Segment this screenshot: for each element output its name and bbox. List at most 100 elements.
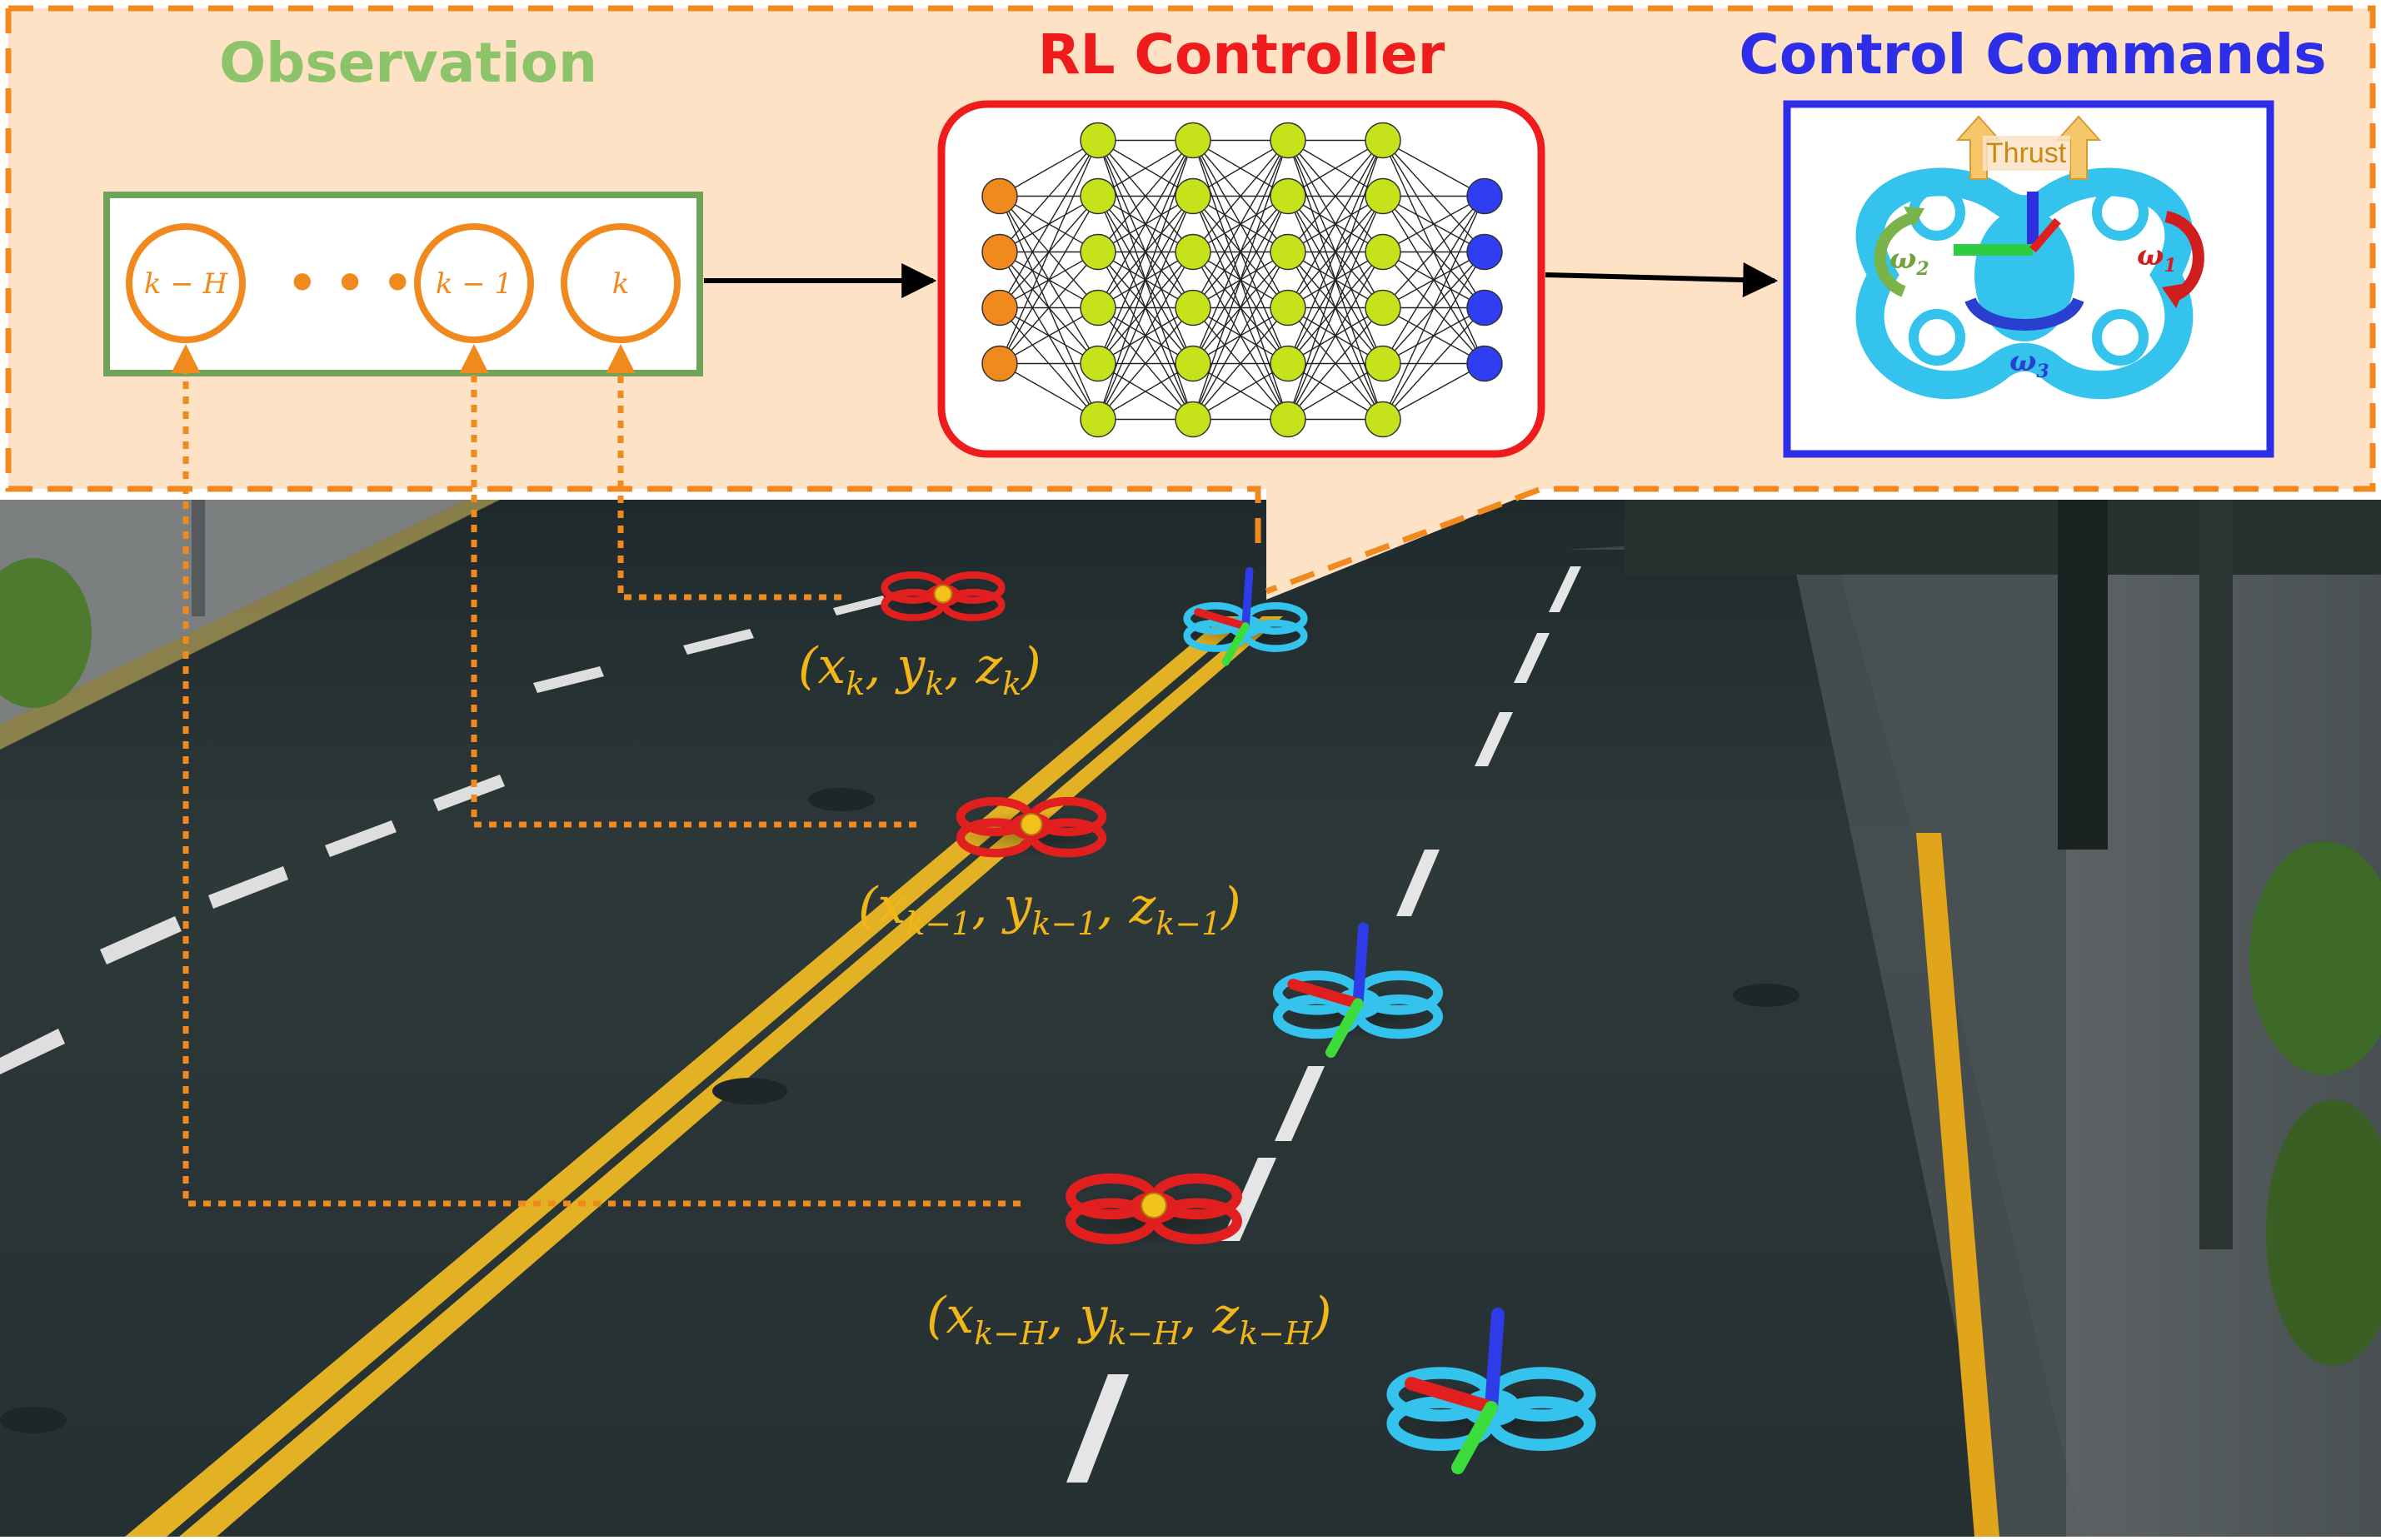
nn-hidden-node [1080,401,1116,438]
y-axis-icon [1221,622,1250,666]
nn-hidden-node [1080,289,1116,326]
nn-edge [1192,140,1289,252]
y-axis-icon [1451,1401,1498,1474]
target-marker-icon [1141,1192,1167,1219]
nn-hidden-node [1270,345,1306,382]
nn-input-node [981,233,1018,271]
z-axis-icon [1241,566,1254,630]
nn-edge [1287,307,1384,420]
nn-edge [999,139,1099,197]
rotor-icon [2092,184,2149,241]
rotor-icon [1909,309,1965,366]
reference-drone [876,571,1011,621]
street-scene [0,500,2381,1537]
nn-edge [1192,139,1289,197]
position-label-k: (xk, yk, zk) [798,637,1041,702]
nn-edge [1097,140,1194,252]
nn-edge [1287,140,1384,364]
omega3-label: ω3 [2009,345,2049,382]
lamp-post [2199,500,2233,1249]
nn-output-node [1466,233,1503,271]
z-axis-icon [1352,922,1369,1009]
nn-edge [1382,196,1485,364]
nn-edge [1097,139,1194,197]
reference-drone [950,796,1113,858]
nn-edge [1382,252,1485,420]
nn-edge [999,196,1099,364]
nn-edge [1097,140,1194,420]
nn-edge [1192,252,1289,420]
thrust-arrow-icon [1955,115,2002,180]
obs-node-k-minus-H-label: k − H [144,267,229,301]
nn-hidden-node [1175,345,1211,382]
nn-hidden-node [1080,233,1116,271]
nn-edge [999,140,1099,364]
panel-dashed-border [8,5,2376,595]
nn-edge [1382,362,1485,421]
obs-node-k-minus-H [126,223,246,343]
reference-drone [1058,1173,1250,1244]
z-axis-icon [1485,1308,1505,1414]
nn-edge [1287,140,1384,308]
obs-node-k-minus-1-label: k − 1 [436,267,512,301]
manhole [0,1407,67,1433]
tracking-drone [1378,1308,1605,1474]
nn-hidden-node [1365,233,1401,271]
nn-edge [1287,139,1384,197]
omega1-rotation-icon [2164,211,2204,302]
nn-edge [1192,140,1289,420]
observation-connectors [171,344,1021,1207]
nn-edge [1287,140,1384,420]
thrust-label: Thrust [1986,137,2067,169]
nn-edge [1192,196,1289,420]
nn-hidden-node [1270,122,1306,159]
obs-ellipsis: • • • [287,255,413,311]
observation-title: Observation [219,31,597,95]
obs-node-k-minus-1 [414,223,534,343]
nn-hidden-node [1175,233,1211,271]
nn-edge [1192,362,1289,421]
nn-hidden-node [1175,289,1211,326]
nn-input-node [981,289,1018,326]
nn-edge [1287,140,1384,252]
y-axis-icon [1325,998,1364,1058]
nn-hidden-node [1175,177,1211,215]
pipeline-panel: Observation RL Controller Control Comman… [5,5,2376,600]
tracking-drone [1178,566,1313,666]
connector-k-minus-1 [459,344,916,828]
drone-frame-icon [1855,167,2194,400]
nn-hidden-node [1080,345,1116,382]
nn-output-node [1466,289,1503,326]
nn-edge [1097,252,1194,420]
nn-hidden-node [1365,345,1401,382]
manhole [808,788,875,811]
neural-network [981,122,1503,438]
obs-node-k-label: k [612,267,630,301]
nn-edge [1097,307,1194,420]
nn-edge [1192,140,1289,308]
nn-edge [1097,140,1194,364]
x-axis-icon [1405,1377,1498,1414]
nn-output-node [1466,345,1503,382]
nn-edge [999,252,1099,364]
nn-hidden-node [1270,289,1306,326]
nn-edge [1192,140,1289,364]
nn-edge [1382,195,1485,253]
x-axis-icon [2029,217,2061,253]
omega2-arrowhead-icon [1904,207,1924,227]
thrust-label-bg [1983,136,2070,171]
target-marker-icon [1020,813,1043,836]
nn-hidden-node [1270,177,1306,215]
nn-edge [999,307,1099,365]
nn-hidden-node [1365,289,1401,326]
nn-hidden-node [1365,122,1401,159]
drones-layer [876,566,1605,1474]
building-base [1625,500,2381,575]
commands-title: Control Commands [1739,22,2326,87]
manhole [1733,984,1799,1007]
omega2-label: ω2 [1889,242,1929,280]
drone-body-icon [1974,208,2074,341]
nn-hidden-node [1080,122,1116,159]
